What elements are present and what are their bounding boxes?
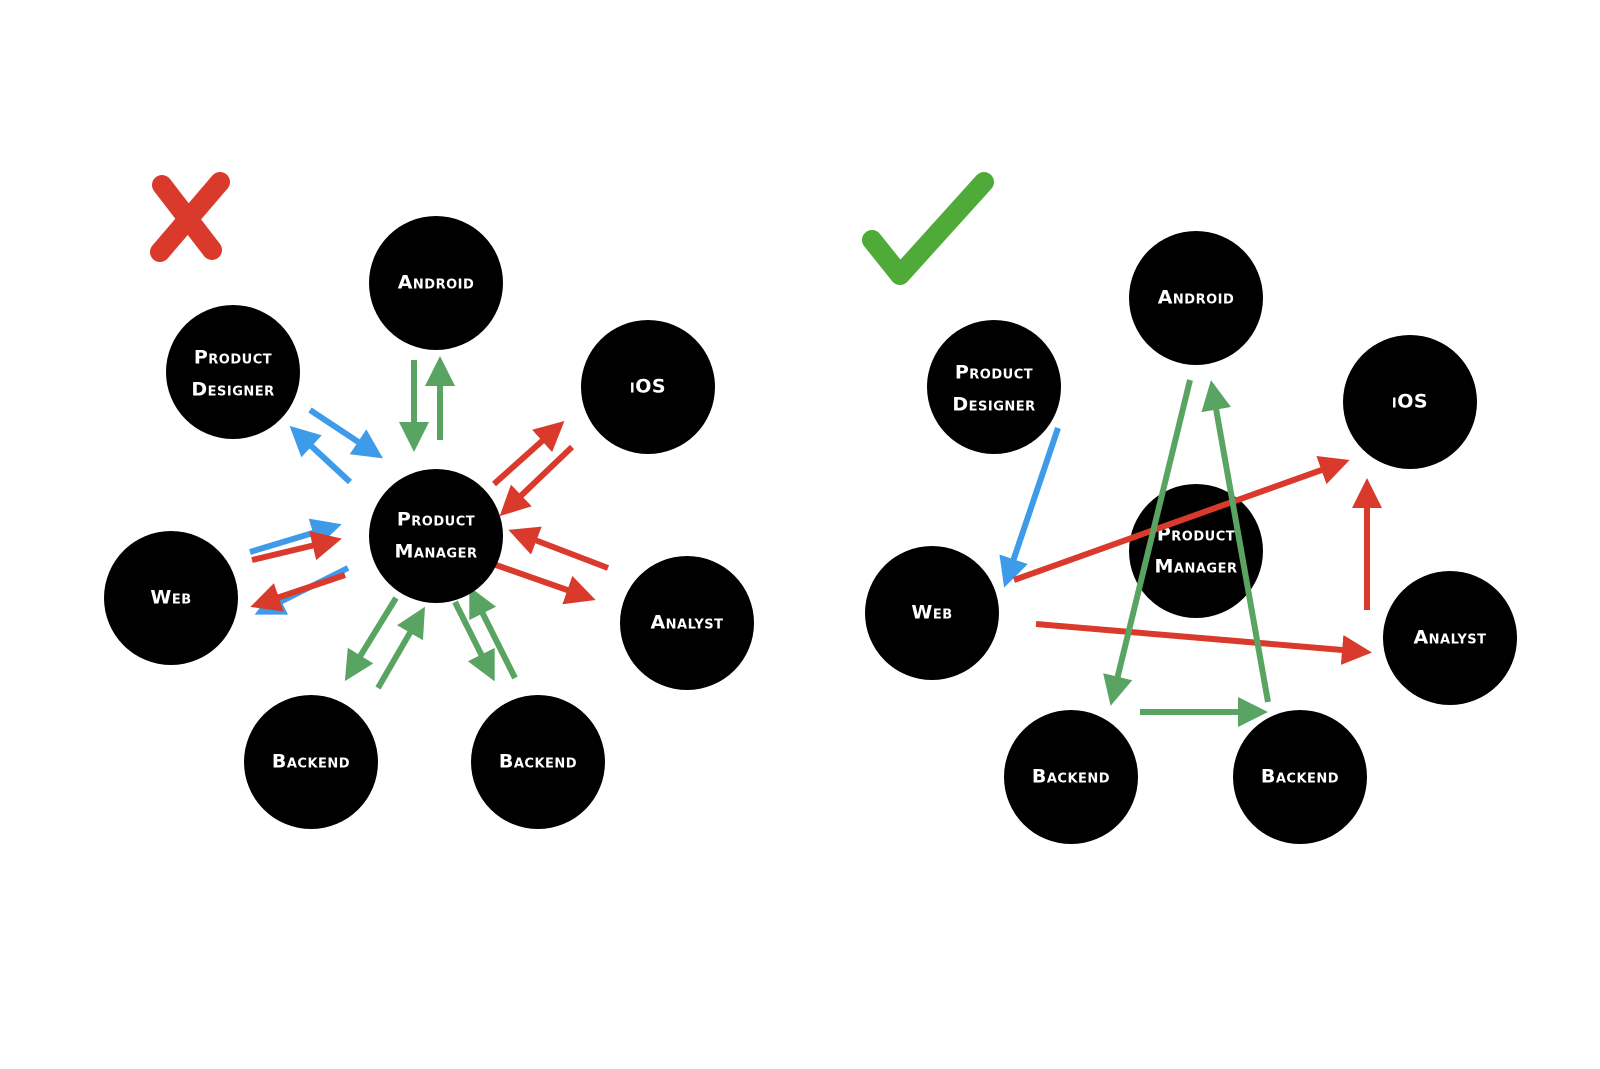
node-product-manager: Product Manager [369, 469, 503, 603]
node-label: Product [397, 509, 475, 531]
node-label: Product [1157, 524, 1235, 546]
arrow [508, 526, 610, 571]
node-android: Android [369, 216, 503, 350]
bad-arrows [249, 356, 610, 690]
node-label: Backend [499, 751, 577, 773]
node-label: Product [194, 347, 272, 369]
node-label: Analyst [650, 612, 723, 634]
node-label: Backend [272, 751, 350, 773]
arrow [1201, 380, 1271, 703]
arrow [1103, 379, 1193, 706]
arrow [499, 444, 575, 517]
node-label: Backend [1032, 766, 1110, 788]
bad-nodes: Android Product Designer iOS Product Man… [104, 216, 754, 829]
node-backend: Backend [1233, 710, 1367, 844]
node-label: Backend [1261, 766, 1339, 788]
arrow [999, 427, 1061, 588]
node-label: Designer [952, 394, 1035, 416]
arrow [344, 596, 399, 682]
node-label: iOS [630, 376, 666, 398]
node-analyst: Analyst [620, 556, 754, 690]
node-label: Android [1158, 287, 1235, 309]
node-label: Manager [395, 541, 478, 563]
cross-icon [150, 172, 230, 262]
arrow [1012, 455, 1350, 583]
node-label: Web [911, 602, 952, 624]
node-web: Web [104, 531, 238, 665]
arrow [452, 600, 495, 682]
arrow [469, 586, 518, 680]
arrow [495, 562, 596, 605]
node-backend: Backend [1004, 710, 1138, 844]
arrow [249, 518, 342, 555]
check-icon [862, 172, 994, 285]
arrow [289, 425, 353, 485]
node-label: Product [955, 362, 1033, 384]
node-label: iOS [1392, 391, 1428, 413]
arrow [251, 530, 342, 563]
node-web: Web [865, 546, 999, 680]
node-product-designer: Product Designer [927, 320, 1061, 454]
node-product-designer: Product Designer [166, 305, 300, 439]
node-backend: Backend [244, 695, 378, 829]
bad-panel: Android Product Designer iOS Product Man… [104, 172, 754, 829]
node-product-manager: Product Manager [1129, 484, 1263, 618]
node-ios: iOS [581, 320, 715, 454]
good-arrows [999, 379, 1382, 727]
node-label: Manager [1155, 556, 1238, 578]
node-label: Designer [191, 379, 274, 401]
node-label: Web [150, 587, 191, 609]
node-label: Analyst [1413, 627, 1486, 649]
arrow [308, 407, 384, 459]
node-ios: iOS [1343, 335, 1477, 469]
node-android: Android [1129, 231, 1263, 365]
good-panel: Android Product Designer iOS Product Man… [862, 172, 1517, 844]
arrow [375, 606, 426, 690]
node-label: Android [398, 272, 475, 294]
node-analyst: Analyst [1383, 571, 1517, 705]
node-backend: Backend [471, 695, 605, 829]
arrow [492, 421, 565, 487]
arrow [1035, 621, 1372, 665]
arrow [250, 572, 346, 612]
good-nodes: Android Product Designer iOS Product Man… [865, 231, 1517, 844]
